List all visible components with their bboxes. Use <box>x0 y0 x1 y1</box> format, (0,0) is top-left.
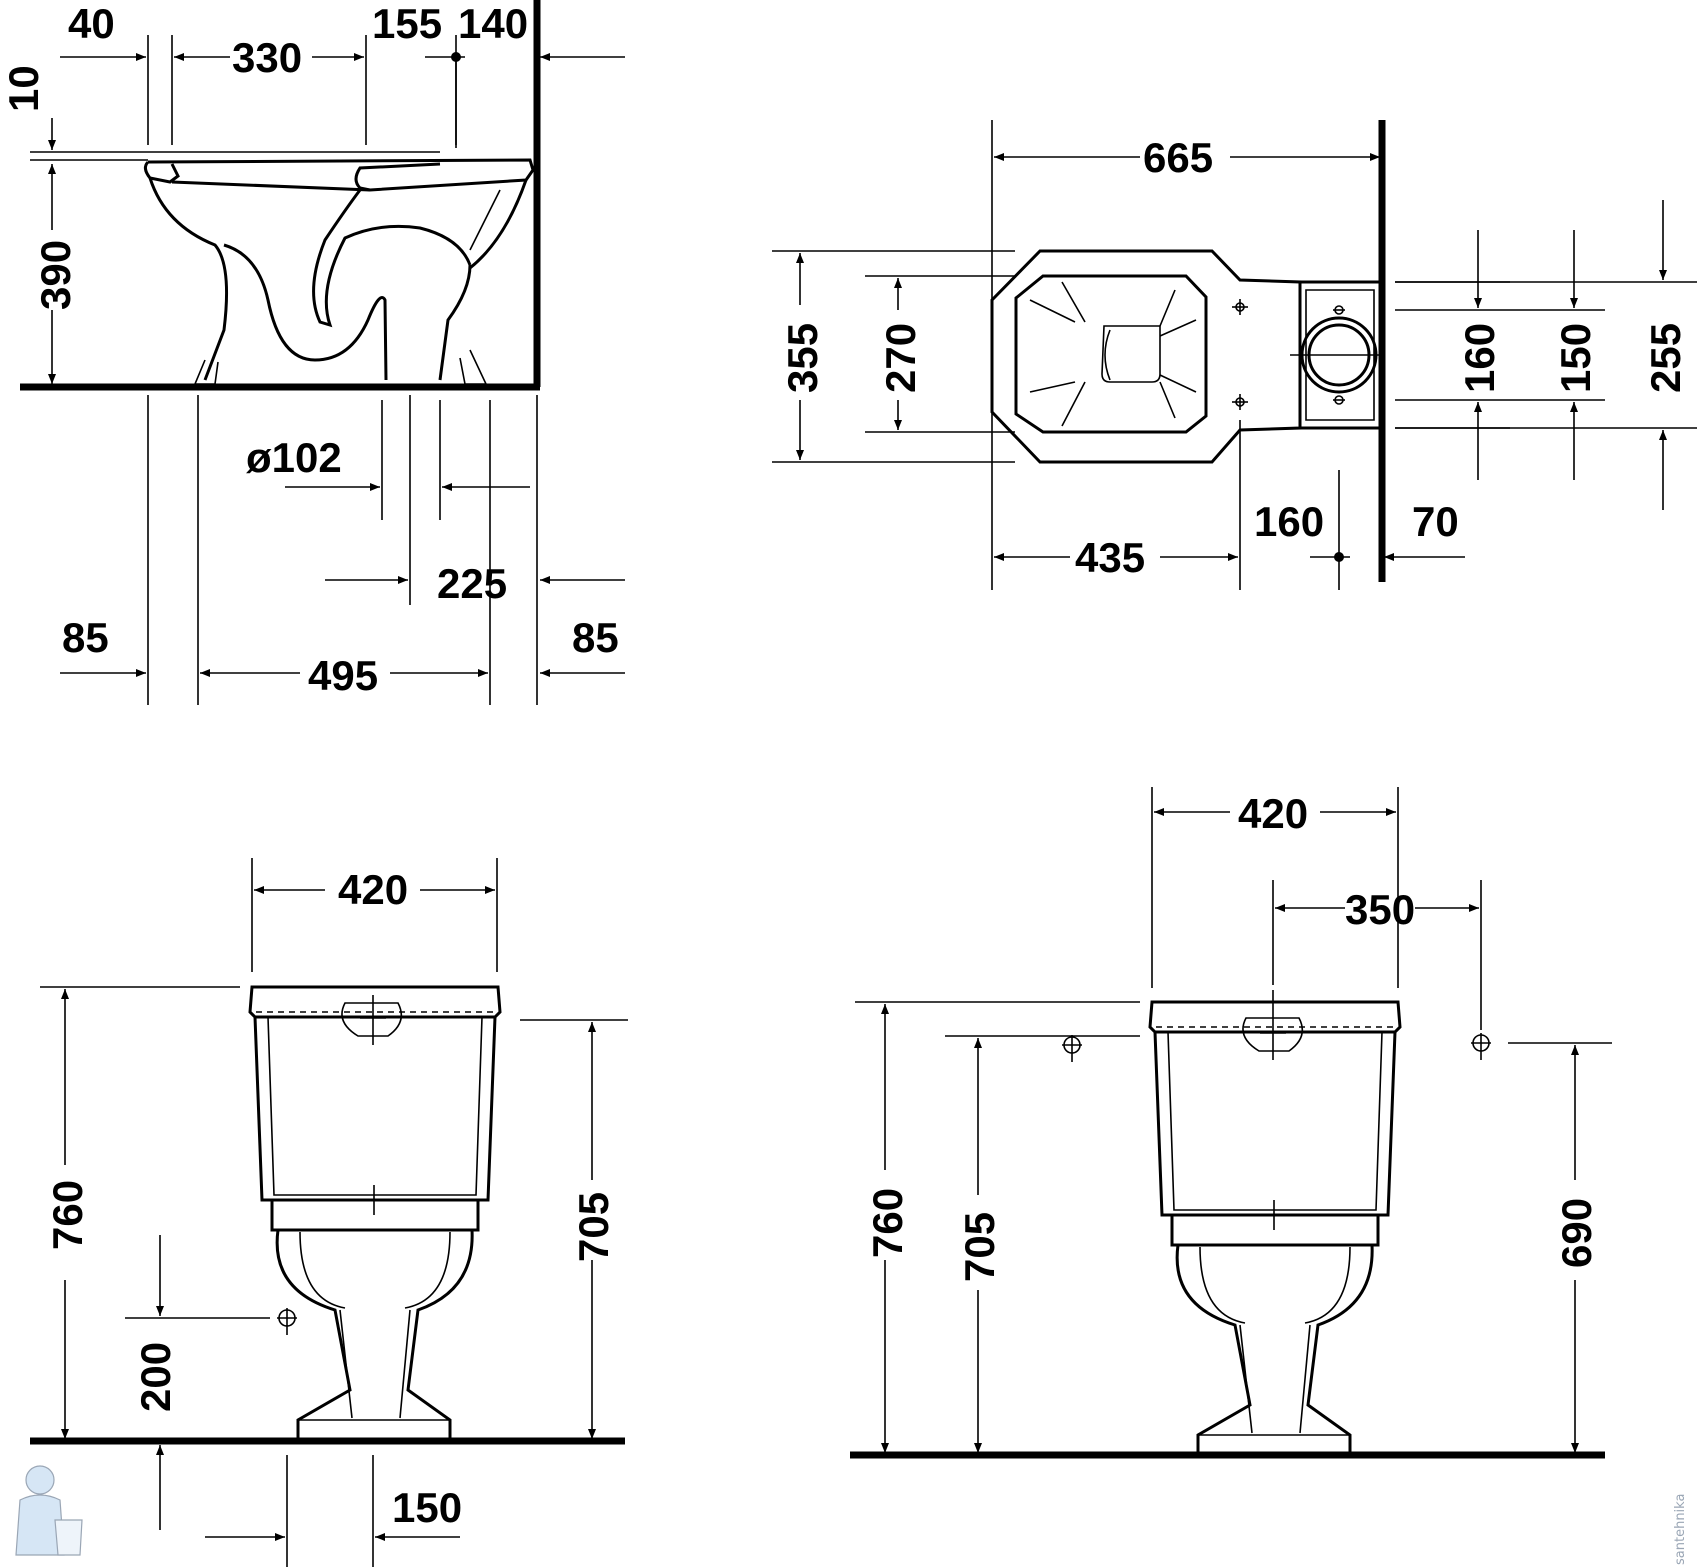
watermark-text: santehnika <box>1673 1494 1688 1565</box>
dim-side-85-right: 85 <box>572 614 619 661</box>
dim-top-355: 355 <box>779 323 826 393</box>
dim-top-270: 270 <box>877 323 924 393</box>
toilet-rear-outline <box>1148 990 1402 1457</box>
dim-rear-690: 690 <box>1553 1198 1600 1268</box>
dim-top-160-vertical: 160 <box>1456 323 1503 393</box>
dim-rear-350: 350 <box>1345 886 1415 933</box>
dim-side-495: 495 <box>308 652 378 699</box>
dim-rear-420: 420 <box>1238 790 1308 837</box>
top-view: 665 355 270 160 150 255 435 160 70 <box>772 120 1697 590</box>
dim-top-255: 255 <box>1642 323 1689 393</box>
rear-view: 420 350 760 705 690 <box>850 787 1612 1459</box>
watermark-logo <box>15 1465 83 1556</box>
toilet-side-profile <box>143 158 535 385</box>
dim-top-435: 435 <box>1075 534 1145 581</box>
dim-top-150: 150 <box>1552 323 1599 393</box>
dim-side-330: 330 <box>232 34 302 81</box>
front-view: 420 760 705 200 150 <box>30 858 628 1567</box>
dim-side-140: 140 <box>458 0 528 47</box>
dim-front-705: 705 <box>570 1192 617 1262</box>
dim-front-200: 200 <box>132 1342 179 1412</box>
dim-top-70: 70 <box>1412 498 1459 545</box>
dim-side-40: 40 <box>68 0 115 47</box>
dim-front-760: 760 <box>44 1180 91 1250</box>
dim-rear-760: 760 <box>864 1188 911 1258</box>
dim-side-102: ø102 <box>246 434 342 481</box>
dim-top-665: 665 <box>1143 134 1213 181</box>
dim-rear-705: 705 <box>956 1212 1003 1282</box>
toilet-front-outline <box>248 985 502 1443</box>
dim-front-420: 420 <box>338 866 408 913</box>
toilet-top-outline <box>990 249 1385 464</box>
dim-front-150: 150 <box>392 1484 462 1531</box>
side-view: 40 330 155 140 10 390 ø102 225 85 495 85 <box>0 0 625 705</box>
dim-side-155: 155 <box>372 0 442 47</box>
dim-side-85-left: 85 <box>62 614 109 661</box>
dim-top-160-horizontal: 160 <box>1254 498 1324 545</box>
dim-side-390: 390 <box>32 240 79 310</box>
dim-side-225: 225 <box>437 560 507 607</box>
dim-side-10: 10 <box>0 65 47 112</box>
